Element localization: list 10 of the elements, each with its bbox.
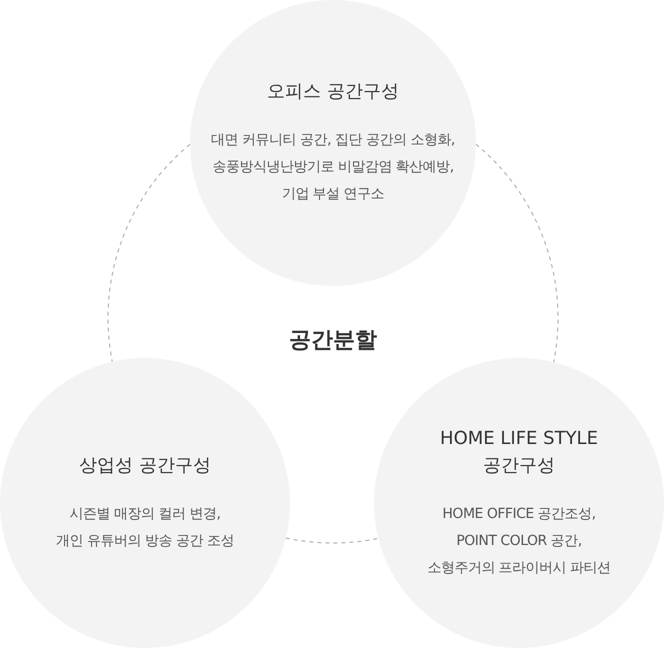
circle-description: 시즌별 매장의 컬러 변경, 개인 유튜버의 방송 공간 조성	[56, 504, 234, 550]
circle-heading: 상업성 공간구성	[79, 454, 211, 478]
center-label: 공간분할	[289, 327, 377, 355]
connector-arc	[285, 537, 379, 544]
circle-heading: 오피스 공간구성	[267, 80, 399, 104]
circle-description: 대면 커뮤니티 공간, 집단 공간의 소형화, 송풍방식냉난방기로 비말감염 확산예방, 기업 부설 연구소	[210, 131, 456, 204]
circle-heading: HOME LIFE STYLE 공간구성	[439, 426, 599, 478]
connector-arc	[476, 144, 558, 363]
connector-arc	[108, 144, 190, 362]
circle-description: HOME OFFICE 공간조성, POINT COLOR 공간, 소형주거의 프라이버시 파티션	[426, 504, 612, 578]
